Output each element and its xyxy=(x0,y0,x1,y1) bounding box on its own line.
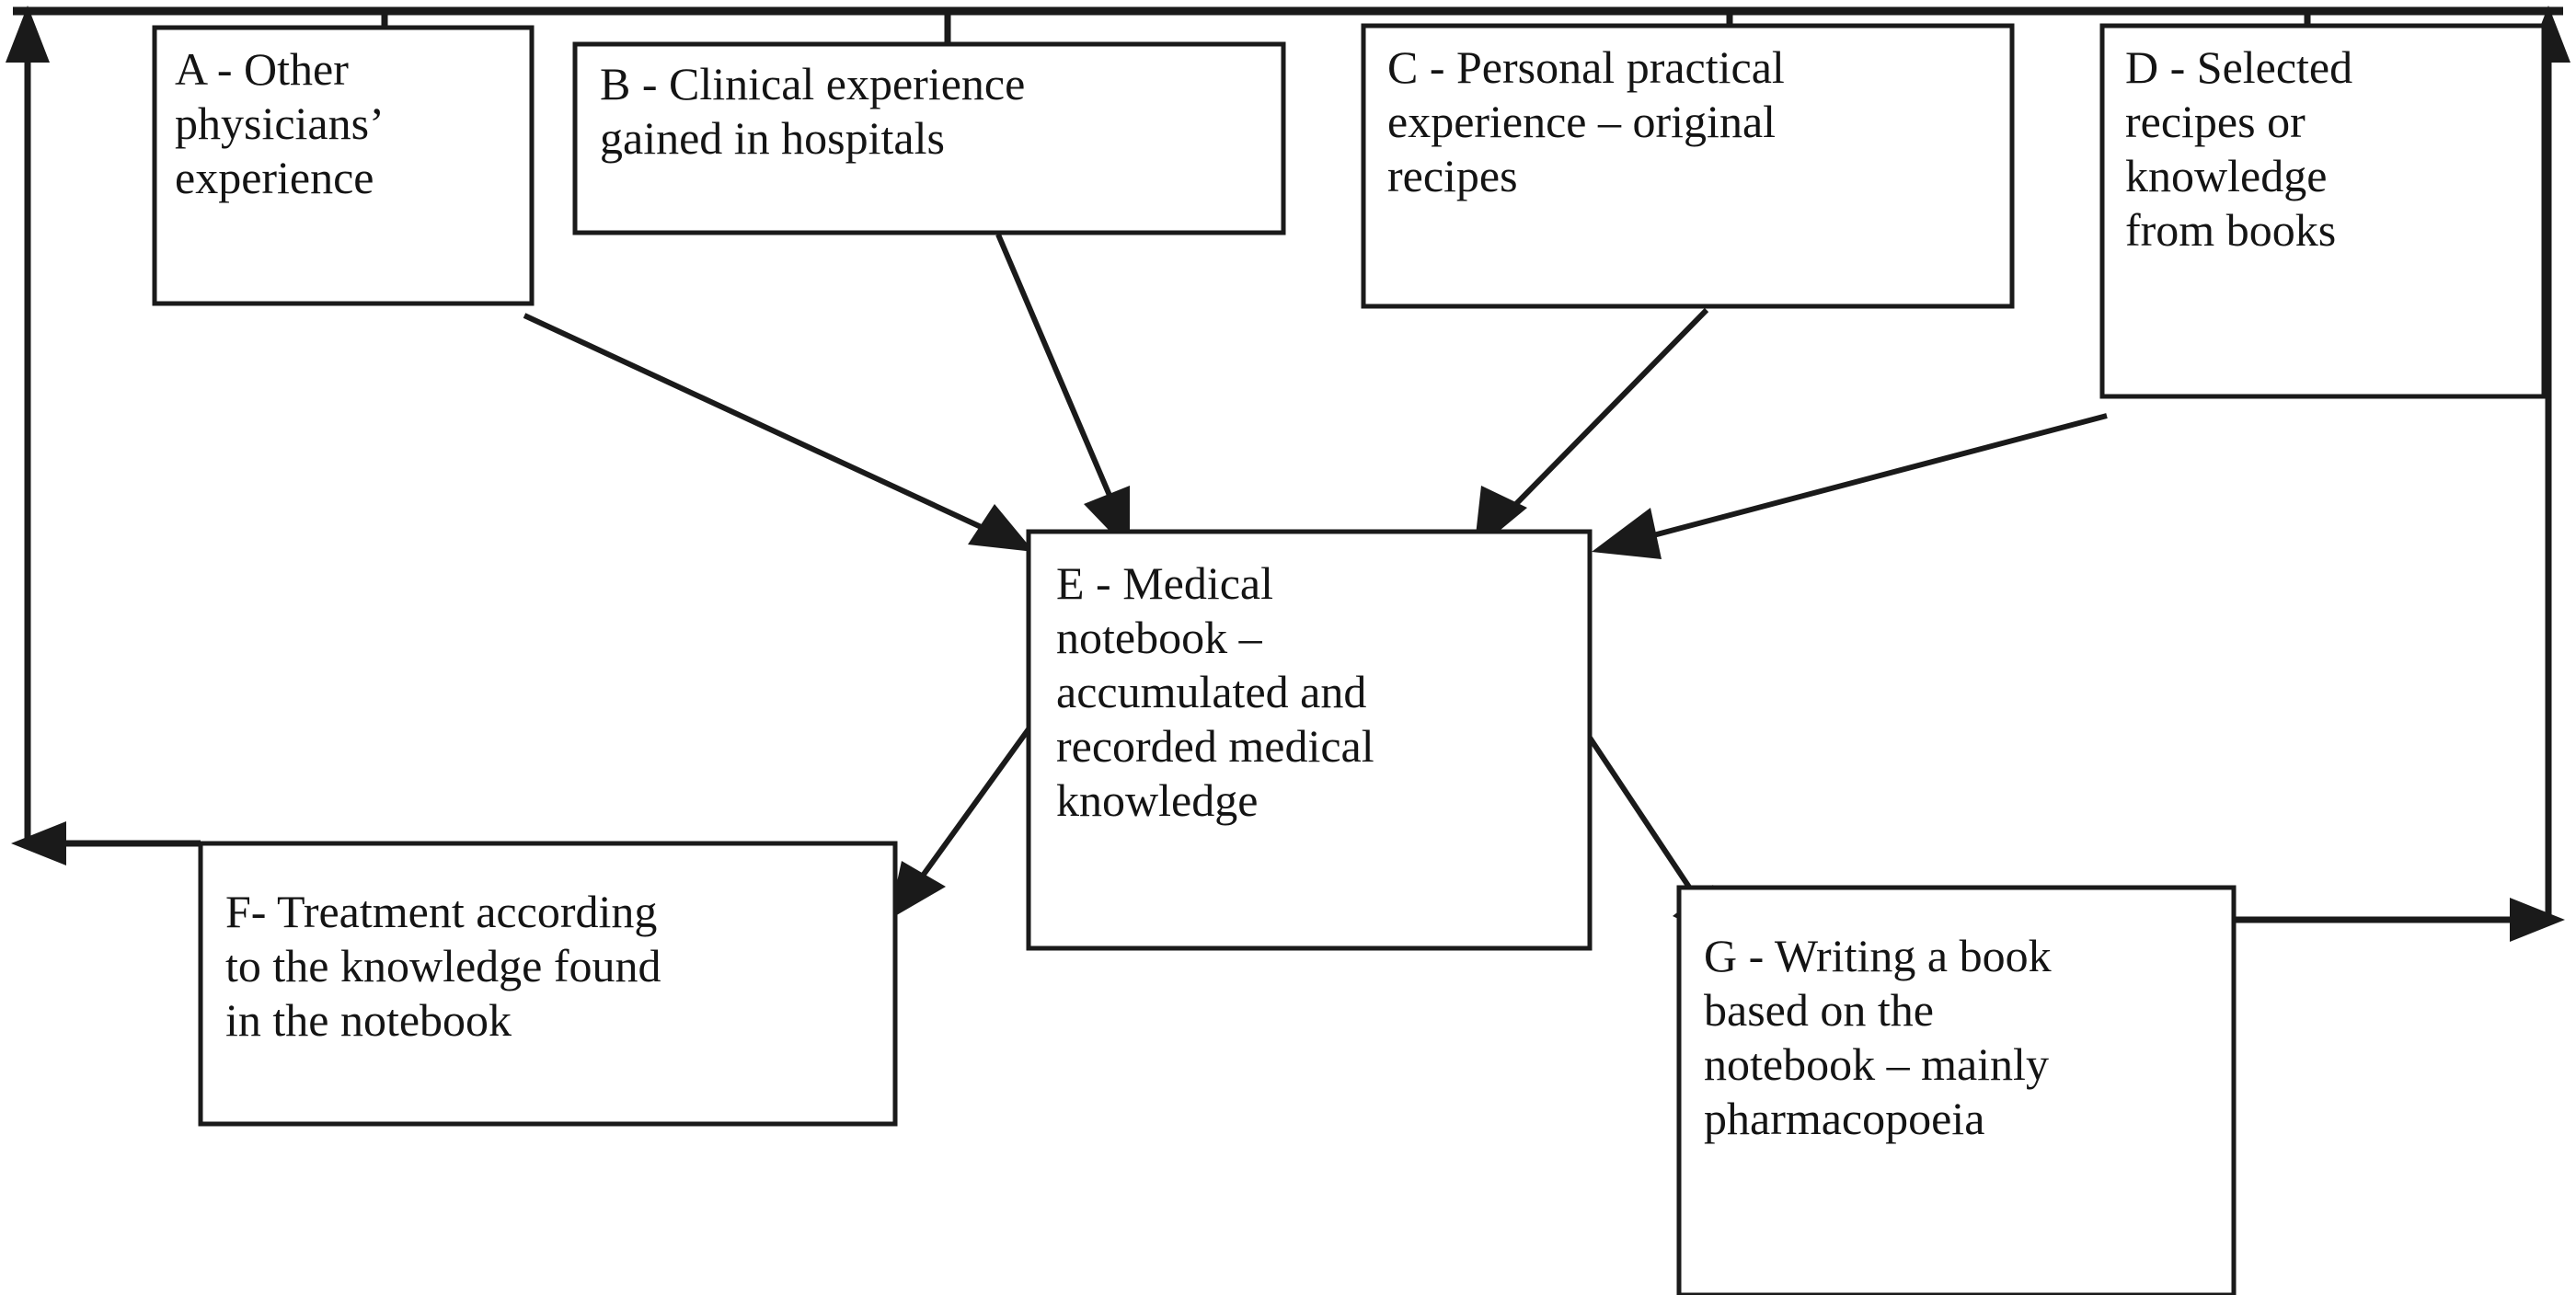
node-box-c[interactable] xyxy=(1361,23,2015,309)
node-box-a[interactable] xyxy=(152,25,535,306)
edge-d-to-e-arrowhead xyxy=(1592,508,1662,559)
g-feedback-right-arrowhead xyxy=(2510,898,2565,942)
edge-a-to-e-arrowhead xyxy=(968,504,1034,552)
node-label-c-wrap: C - Personal practical experience – orig… xyxy=(1387,40,2013,203)
edge-a-to-e-line xyxy=(523,313,1003,539)
node-label-b-wrap: B - Clinical experience gained in hospit… xyxy=(600,57,1271,166)
node-label-c: C - Personal practical experience – orig… xyxy=(1387,41,1785,201)
node-box-e[interactable] xyxy=(1026,529,1593,951)
node-label-b: B - Clinical experience gained in hospit… xyxy=(600,58,1026,164)
node-label-g: G - Writing a book based on the notebook… xyxy=(1704,930,2052,1144)
node-label-a-wrap: A - Other physicians’ experience xyxy=(175,42,515,205)
edge-e-to-f-line xyxy=(920,725,1033,877)
edge-d-to-e-line xyxy=(1639,413,2108,542)
node-box-b[interactable] xyxy=(572,41,1286,235)
node-box-f[interactable] xyxy=(198,841,898,1127)
node-box-d[interactable] xyxy=(2099,23,2547,399)
node-label-a: A - Other physicians’ experience xyxy=(175,43,385,203)
node-label-f-wrap: F- Treatment according to the knowledge … xyxy=(225,885,888,1048)
node-box-g[interactable] xyxy=(1676,885,2237,1295)
left-riser-up-arrowhead xyxy=(6,6,50,63)
node-label-d: D - Selected recipes or knowledge from b… xyxy=(2125,41,2353,256)
node-label-e: E - Medical notebook – accumulated and r… xyxy=(1056,557,1374,826)
node-label-g-wrap: G - Writing a book based on the notebook… xyxy=(1704,929,2228,1146)
edge-b-to-e-line xyxy=(995,233,1119,512)
node-label-e-wrap: E - Medical notebook – accumulated and r… xyxy=(1056,556,1590,828)
node-label-d-wrap: D - Selected recipes or knowledge from b… xyxy=(2125,40,2539,258)
node-label-f: F- Treatment according to the knowledge … xyxy=(225,886,661,1046)
edge-e-to-f-arrowhead xyxy=(889,861,946,920)
edge-c-to-e-line xyxy=(1506,307,1709,514)
f-feedback-left-arrowhead xyxy=(11,821,66,865)
edge-e-to-g-line xyxy=(1580,725,1698,899)
